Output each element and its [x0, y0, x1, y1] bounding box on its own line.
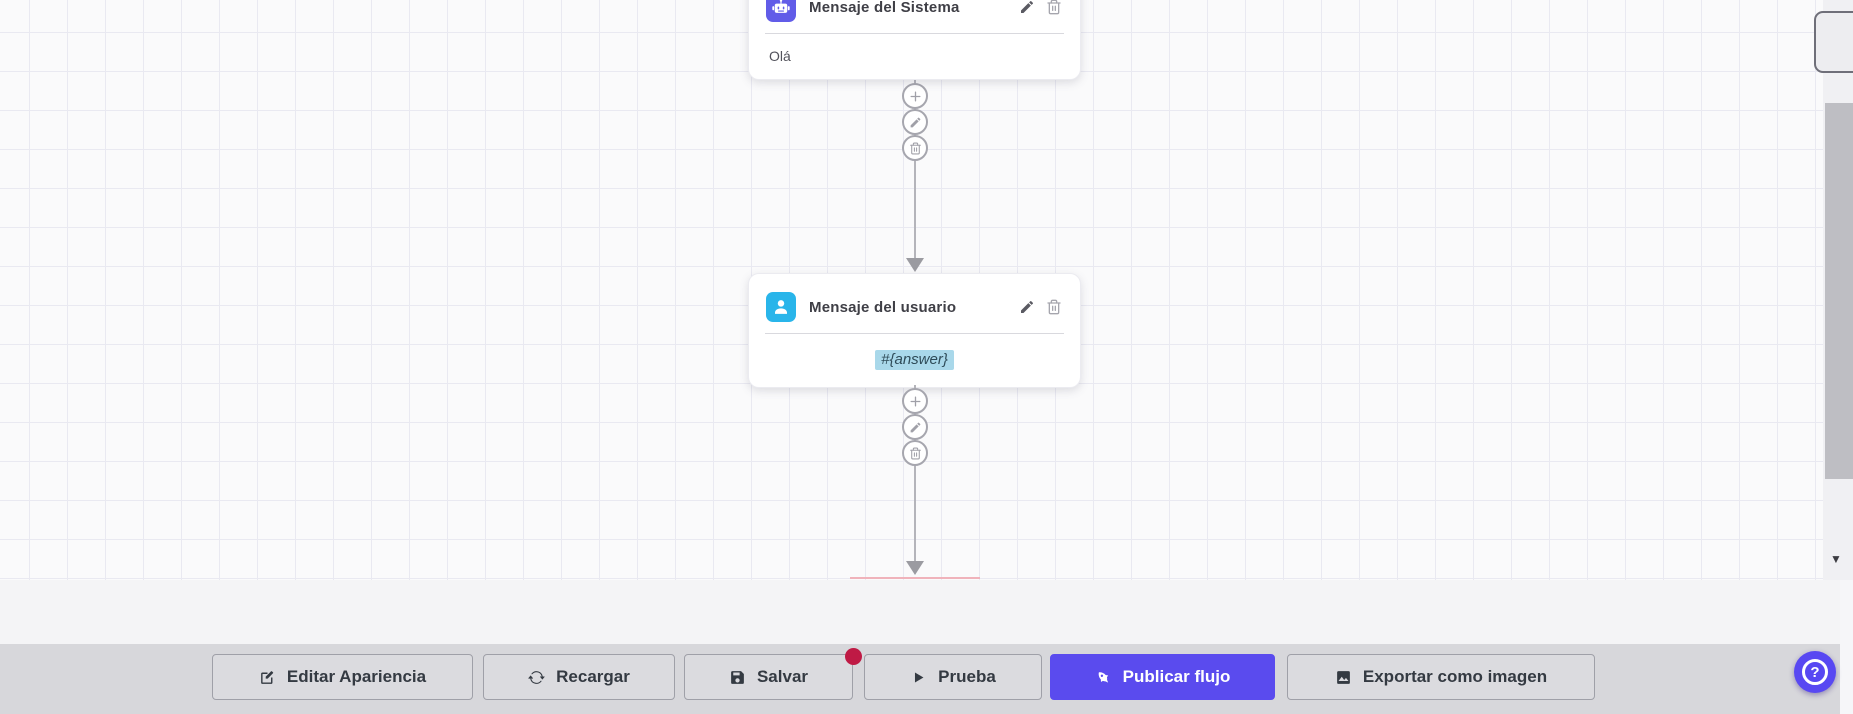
button-label: Exportar como imagen [1362, 667, 1548, 686]
rocket-icon [1091, 665, 1115, 689]
node-header: Mensaje del usuario [749, 274, 1080, 333]
plus-icon [909, 395, 922, 408]
edit-node-icon[interactable] [1019, 299, 1035, 315]
connector-delete-button[interactable] [902, 135, 928, 161]
refresh-icon [528, 669, 545, 686]
button-label: Editar Apariencia [286, 667, 427, 686]
node-user-message[interactable]: Mensaje del usuario #{answer} [748, 273, 1081, 388]
save-button[interactable]: Salvar [684, 654, 853, 700]
connector-arrow-icon [906, 561, 924, 575]
connector-edit-button[interactable] [902, 109, 928, 135]
button-label: Prueba [938, 667, 996, 686]
bottom-toolbar: Editar Apariencia Recargar Salvar Prueba [0, 644, 1853, 714]
trash-icon [909, 142, 922, 155]
node-divider [765, 333, 1064, 334]
edit-appearance-icon [259, 669, 276, 686]
node-header: Mensaje del Sistema [749, 0, 1080, 33]
cutoff-panel[interactable] [1814, 11, 1853, 73]
node-body-text: Olá [769, 48, 791, 64]
connector-line [914, 79, 916, 260]
pencil-icon [909, 421, 922, 434]
connector-add-button[interactable] [902, 83, 928, 109]
node-divider [765, 33, 1064, 34]
pencil-icon [909, 116, 922, 129]
button-label: Publicar flujo [1122, 667, 1231, 686]
robot-icon [766, 0, 796, 22]
publish-flow-button[interactable]: Publicar flujo [1050, 654, 1275, 700]
edit-appearance-button[interactable]: Editar Apariencia [212, 654, 473, 700]
canvas-footer-strip [0, 580, 1853, 644]
node-system-message[interactable]: Mensaje del Sistema Olá [748, 0, 1081, 80]
user-icon [766, 292, 796, 322]
unsaved-changes-badge [845, 648, 862, 665]
connector-line [914, 385, 916, 563]
button-label: Recargar [556, 667, 630, 686]
scrollbar-thumb[interactable] [1825, 103, 1853, 479]
reload-button[interactable]: Recargar [483, 654, 675, 700]
plus-icon [909, 90, 922, 103]
flow-canvas[interactable]: Mensaje del Sistema Olá Mensaje [0, 0, 1853, 580]
button-label: Salvar [756, 667, 809, 686]
connector-add-button[interactable] [902, 388, 928, 414]
scroll-down-icon[interactable]: ▼ [1830, 552, 1842, 566]
page-scrollbar-strip[interactable] [1840, 580, 1853, 714]
image-icon [1335, 669, 1352, 686]
connector-delete-button[interactable] [902, 440, 928, 466]
connector-arrow-icon [906, 258, 924, 272]
delete-node-icon[interactable] [1046, 0, 1062, 15]
variable-chip: #{answer} [875, 350, 954, 370]
play-icon [910, 669, 927, 686]
node-title: Mensaje del Sistema [809, 0, 960, 16]
export-image-button[interactable]: Exportar como imagen [1287, 654, 1595, 700]
node-title: Mensaje del usuario [809, 298, 957, 316]
help-button[interactable]: ? [1794, 651, 1836, 693]
trash-icon [909, 447, 922, 460]
question-mark-icon: ? [1802, 659, 1828, 685]
connector-edit-button[interactable] [902, 414, 928, 440]
save-icon [729, 669, 746, 686]
test-button[interactable]: Prueba [864, 654, 1042, 700]
delete-node-icon[interactable] [1046, 299, 1062, 315]
edit-node-icon[interactable] [1019, 0, 1035, 15]
canvas-scrollbar[interactable]: ▼ [1823, 0, 1853, 580]
next-node-edge [850, 577, 980, 579]
